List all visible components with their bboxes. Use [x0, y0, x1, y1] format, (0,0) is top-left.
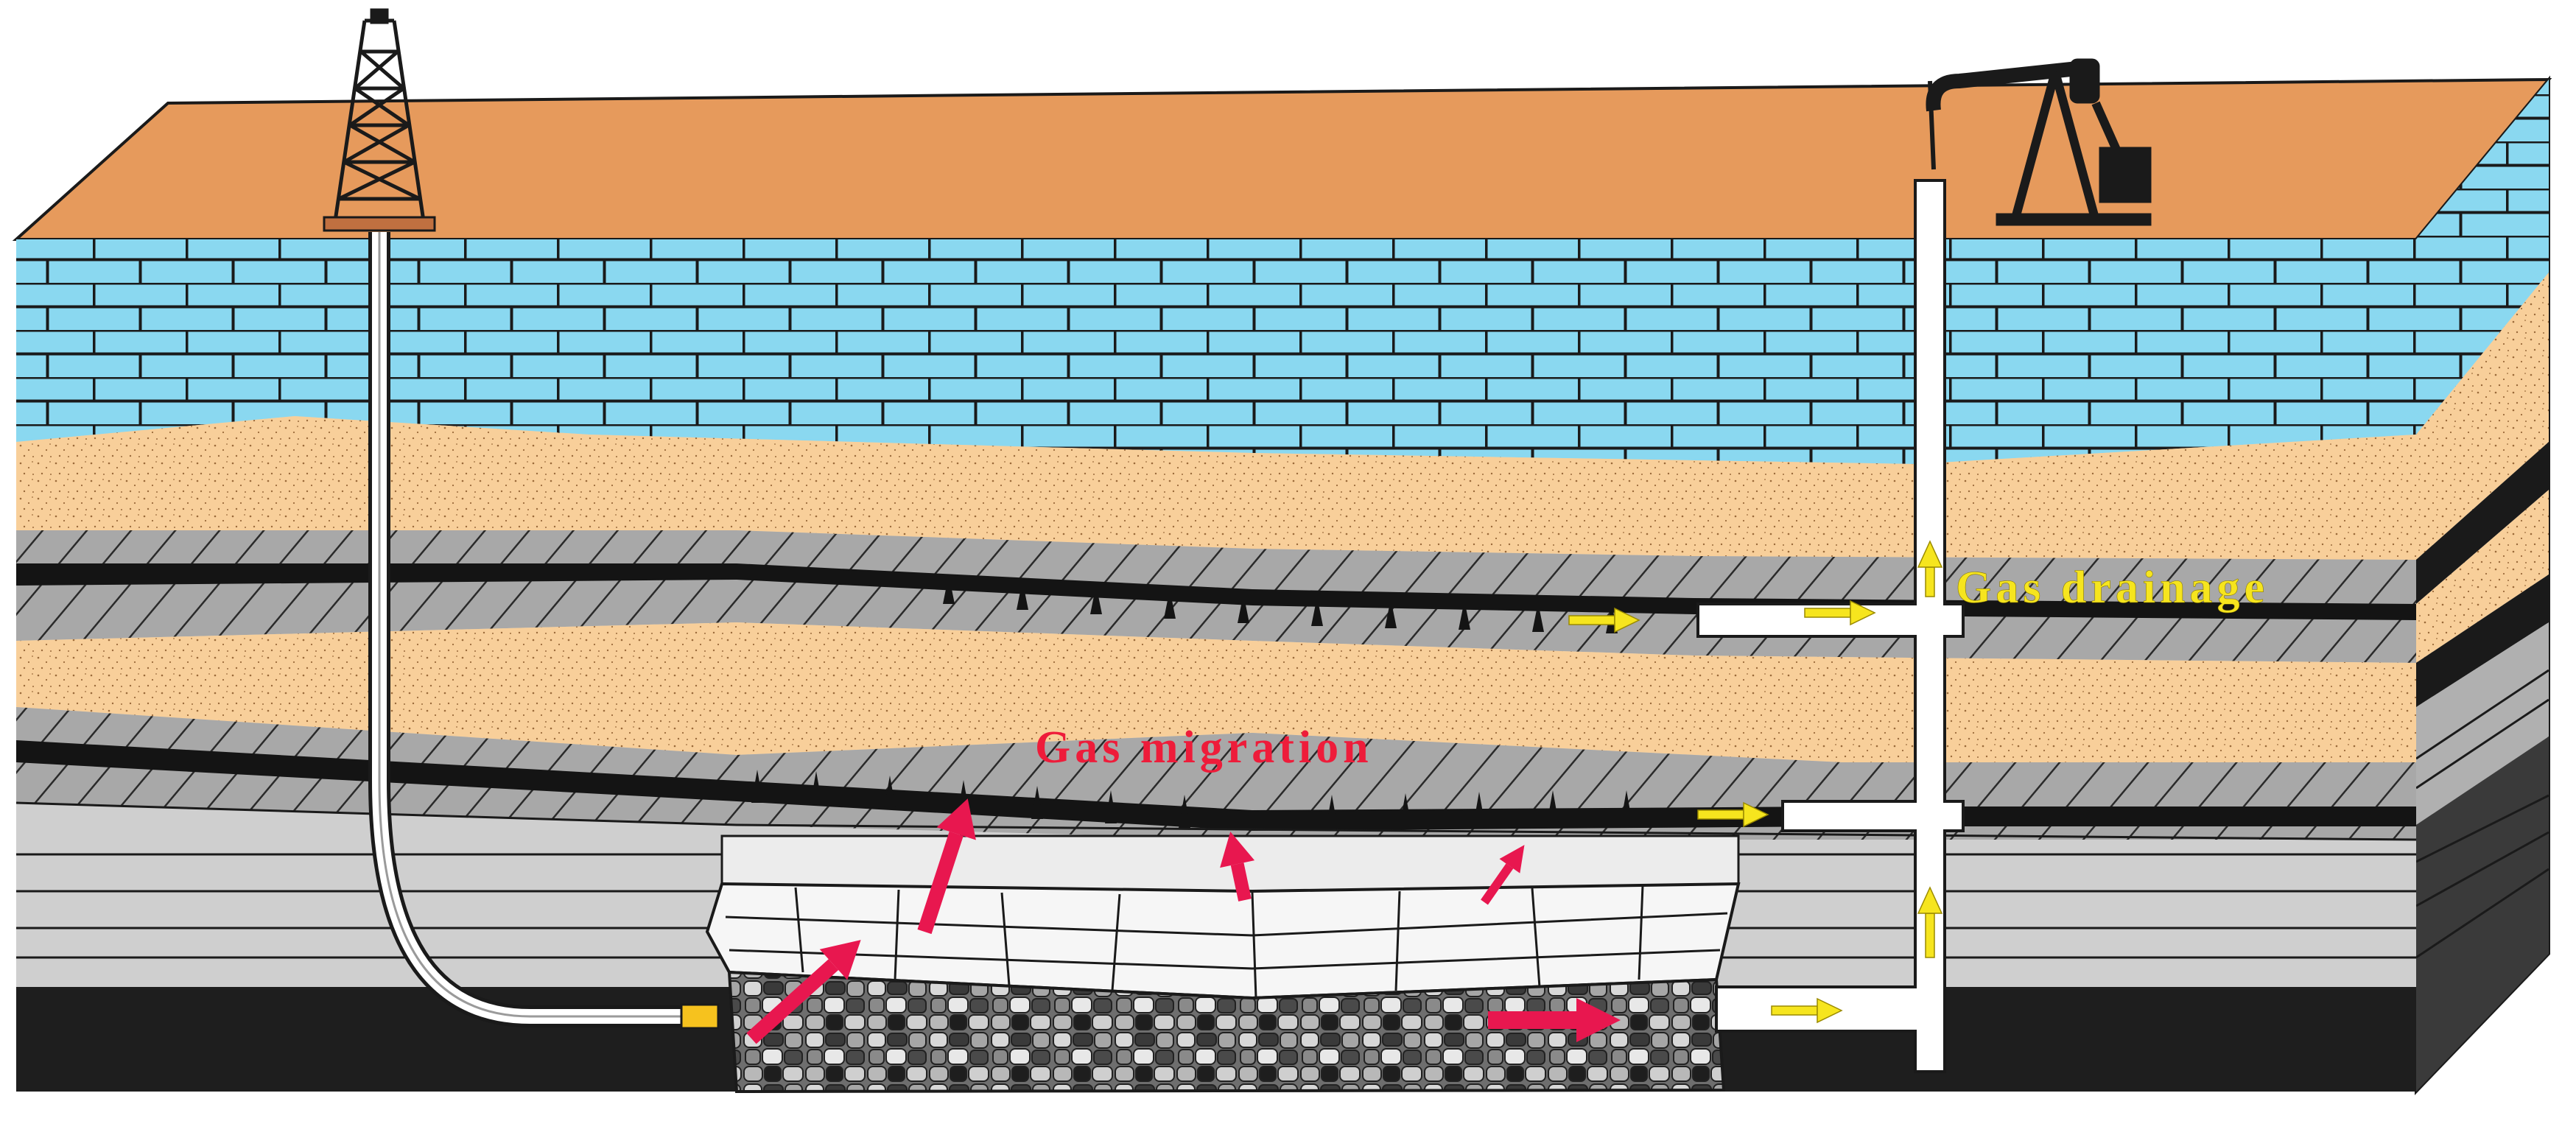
- middle-sandstone-layer: [16, 622, 2416, 762]
- ground-surface: [12, 77, 2552, 241]
- vertical-drainage-well: [1696, 179, 1965, 1073]
- pump-jack-icon: [1926, 58, 2152, 226]
- drilling-rig-icon: [323, 8, 436, 232]
- directional-well: [368, 232, 720, 1030]
- upper-sandstone-layer: [16, 416, 2416, 560]
- gas-drainage-arrows: [1568, 540, 1943, 1024]
- gas-drainage-label: Gas drainage: [1956, 563, 2269, 613]
- limestone-layer: [16, 239, 2416, 464]
- gas-migration-label: Gas migration: [1035, 723, 1373, 773]
- gas-migration-arrows: [746, 798, 1621, 1044]
- caving-rubble-zone: [727, 970, 1726, 1094]
- block-side-face: [2415, 75, 2550, 1095]
